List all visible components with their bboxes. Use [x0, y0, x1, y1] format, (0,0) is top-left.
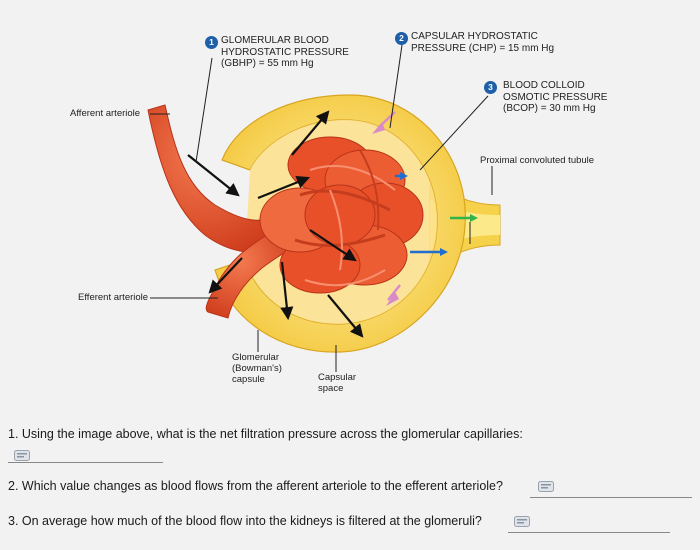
bcop-line-2: OSMOTIC PRESSURE: [503, 91, 608, 103]
chp-line-1: CAPSULAR HYDROSTATIC: [411, 31, 538, 42]
capsule-line-3: capsule: [232, 374, 265, 385]
gbhp-line-3: (GBHP) = 55 mm Hg: [221, 58, 314, 69]
afferent-arteriole-label: Afferent arteriole: [70, 108, 141, 119]
capillary-tuft: [259, 136, 424, 294]
leader-lines: [150, 44, 493, 372]
chp-line-2: PRESSURE (CHP) = 15 mm Hg: [411, 42, 555, 54]
bcop-line-3: (BCOP) = 30 mm Hg: [503, 103, 596, 114]
bcop-label: BLOOD COLLOID OSMOTIC PRESSURE (BCOP) = …: [503, 80, 607, 115]
space-line-2: space: [318, 383, 344, 394]
efferent-arteriole-label: Efferent arteriole: [78, 292, 149, 303]
question-3: 3. On average how much of the blood flow…: [8, 514, 482, 528]
glomerular-capsule-label: Glomerular (Bowman's) capsule: [232, 352, 282, 385]
answer-1-input-icon[interactable]: [14, 450, 30, 461]
capsule-line-1: Glomerular: [232, 352, 279, 363]
proximal-tubule-label: Proximal convoluted tubule: [480, 155, 595, 166]
space-line-1: Capsular: [318, 372, 357, 383]
gbhp-label: GLOMERULAR BLOOD HYDROSTATIC PRESSURE (G…: [221, 35, 349, 70]
answer-3-field[interactable]: [508, 532, 670, 533]
question-1: 1. Using the image above, what is the ne…: [8, 427, 523, 441]
badge-3: 3: [484, 81, 497, 94]
badge-2: 2: [395, 32, 408, 45]
question-2: 2. Which value changes as blood flows fr…: [8, 479, 503, 493]
bcop-line-1: BLOOD COLLOID: [503, 80, 585, 91]
gbhp-line-1: GLOMERULAR BLOOD: [221, 35, 329, 46]
capsule-line-2: (Bowman's): [232, 363, 282, 374]
chp-label: CAPSULAR HYDROSTATIC PRESSURE (CHP) = 15…: [411, 31, 554, 54]
answer-3-input-icon[interactable]: [514, 516, 530, 527]
capsular-space-label: Capsular space: [318, 372, 356, 394]
answer-2-field[interactable]: [530, 497, 692, 498]
answer-1-field[interactable]: [8, 462, 163, 463]
gbhp-line-2: HYDROSTATIC PRESSURE: [221, 46, 349, 58]
badge-1: 1: [205, 36, 218, 49]
answer-2-input-icon[interactable]: [538, 481, 554, 492]
